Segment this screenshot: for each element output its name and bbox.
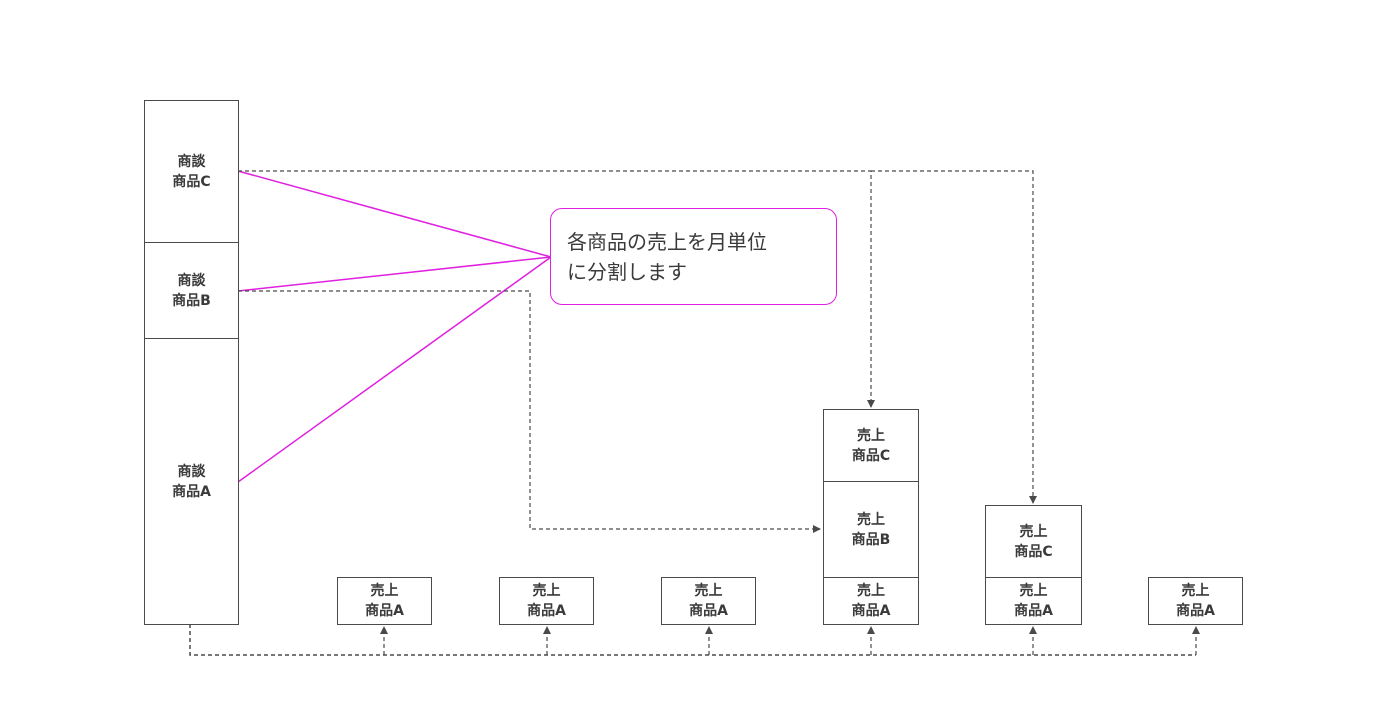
sales-product-c: 売上 商品C xyxy=(985,505,1082,578)
sales-label: 売上 xyxy=(857,511,885,528)
sales-label: 売上 xyxy=(370,583,399,599)
callout-pointer-c xyxy=(237,170,552,258)
sales-product: 商品C xyxy=(851,447,891,464)
deal-label: 商談 xyxy=(177,272,206,289)
sales-label: 売上 xyxy=(857,583,885,599)
callout-line-1: 各商品の売上を月単位 xyxy=(567,230,767,254)
connector-product-b xyxy=(238,290,821,533)
sales-product-a: 売上 商品A xyxy=(337,577,432,625)
sales-product-c: 売上 商品C xyxy=(823,409,919,482)
sales-product-a: 売上 商品A xyxy=(823,577,919,625)
deal-label: 商談 xyxy=(177,153,206,170)
sales-product-a: 売上 商品A xyxy=(499,577,594,625)
sales-product: 商品A xyxy=(851,603,891,619)
deal-product: 商品B xyxy=(172,292,211,309)
callout-note: 各商品の売上を月単位 に分割します xyxy=(550,208,837,305)
connector-product-c-2 xyxy=(871,170,1037,504)
deal-label: 商談 xyxy=(177,463,206,480)
sales-product: 商品A xyxy=(527,603,566,619)
sales-label: 売上 xyxy=(1019,523,1048,540)
deal-product-c: 商談 商品C xyxy=(144,100,239,243)
sales-product-a: 売上 商品A xyxy=(1148,577,1243,625)
callout-pointer-a xyxy=(237,256,552,483)
sales-label: 売上 xyxy=(1019,583,1048,599)
connector-product-a-main xyxy=(189,624,1196,656)
deal-product-b: 商談 商品B xyxy=(144,242,239,339)
sales-product: 商品B xyxy=(851,531,891,548)
sales-product: 商品A xyxy=(1014,603,1053,619)
sales-label: 売上 xyxy=(694,583,723,599)
sales-product: 商品C xyxy=(1014,543,1053,560)
sales-product: 商品A xyxy=(1176,603,1215,619)
callout-pointer-b xyxy=(237,256,552,292)
sales-label: 売上 xyxy=(857,427,885,444)
sales-product: 商品A xyxy=(689,603,728,619)
deal-product: 商品C xyxy=(172,173,211,190)
sales-product-a: 売上 商品A xyxy=(661,577,756,625)
sales-label: 売上 xyxy=(532,583,561,599)
sales-product-a: 売上 商品A xyxy=(985,577,1082,625)
sales-product: 商品A xyxy=(365,603,404,619)
sales-label: 売上 xyxy=(1181,583,1210,599)
sales-product-b: 売上 商品B xyxy=(823,481,919,578)
callout-line-2: に分割します xyxy=(567,260,687,284)
deal-product: 商品A xyxy=(172,483,211,500)
deal-product-a: 商談 商品A xyxy=(144,338,239,625)
